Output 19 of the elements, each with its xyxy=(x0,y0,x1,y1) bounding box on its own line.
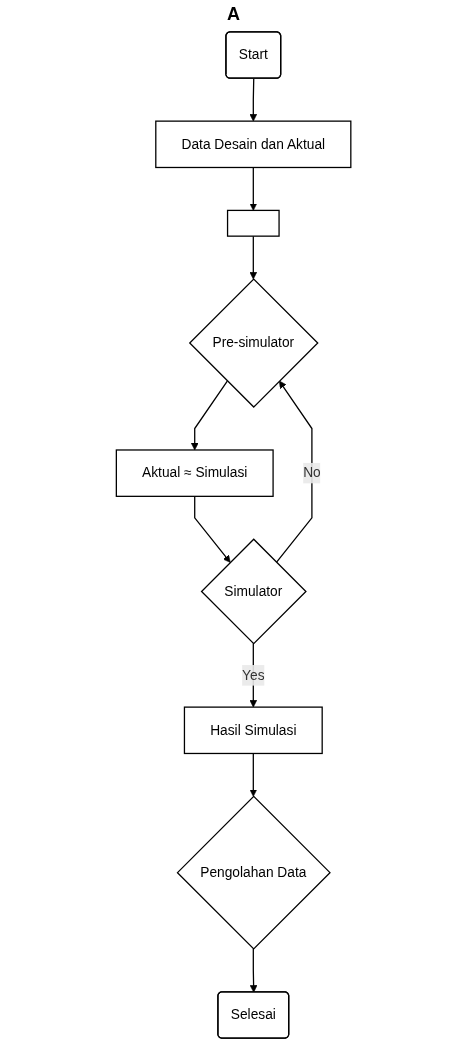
arrow xyxy=(249,166,257,211)
edge-label: Yes xyxy=(242,667,265,683)
node-box: Data Desain dan Aktual xyxy=(155,120,352,169)
edge-label: No xyxy=(303,465,321,481)
node-diamond: Pengolahan Data xyxy=(176,795,331,950)
node-box: Aktual ≈ Simulasi xyxy=(115,449,274,497)
arrow xyxy=(249,78,257,122)
node-diamond: Simulator xyxy=(200,538,307,645)
arrow xyxy=(190,380,228,451)
node-diamond: Pre-simulator xyxy=(188,278,319,408)
node-box xyxy=(226,209,280,237)
arrow xyxy=(249,948,258,993)
node-box: Hasil Simulasi xyxy=(183,706,323,755)
arrow xyxy=(275,380,313,563)
arrow xyxy=(249,752,257,797)
arrow xyxy=(249,642,257,708)
arrow xyxy=(249,235,257,280)
label-text: A xyxy=(227,4,240,24)
arrow xyxy=(193,495,231,563)
